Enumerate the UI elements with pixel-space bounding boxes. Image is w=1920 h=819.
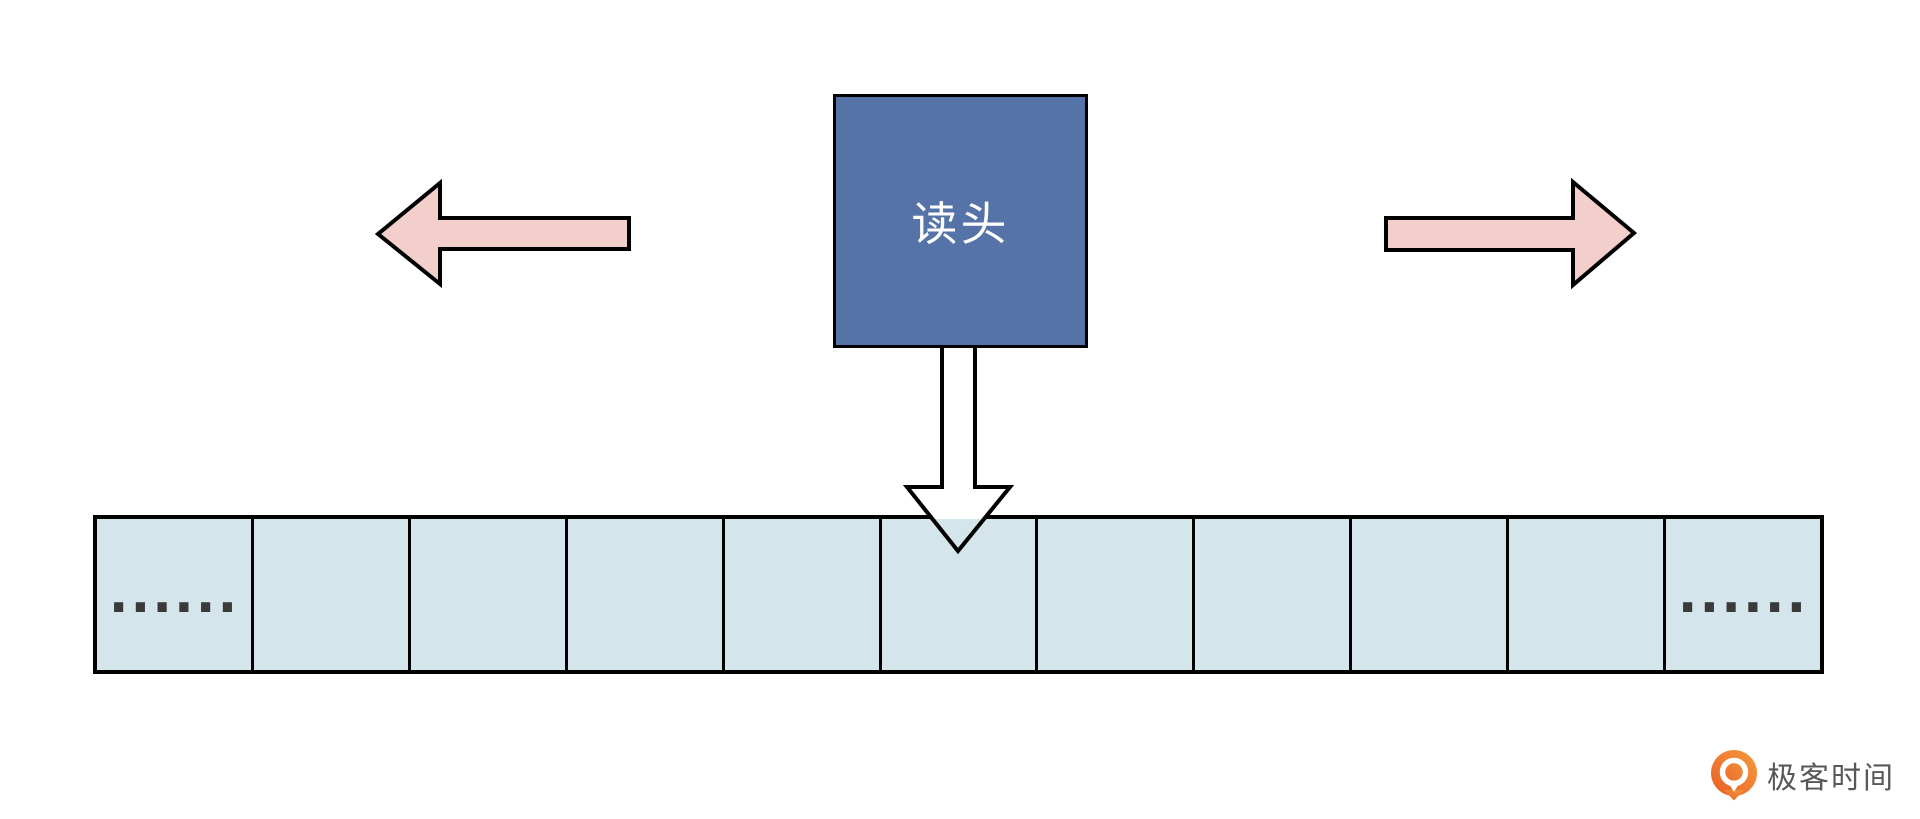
move-left-arrow [374,178,631,289]
read-head-label: 读头 [911,197,1010,251]
tape-cell [1038,519,1196,670]
tape-cell-under-head [881,519,1039,670]
tape-cell: ...... [97,519,254,670]
tape-cell [1352,519,1510,670]
tape-cell [410,519,568,670]
tape-cell [724,519,882,670]
tape-cell [253,519,411,670]
geektime-logo-text: 极客时间 [1767,761,1895,796]
tape-ellipsis-left: ...... [108,564,240,625]
geektime-logo: 极客时间 [1708,749,1895,801]
tape: ...... ...... [93,515,1824,674]
tape-cell [567,519,725,670]
tape-ellipsis-right: ...... [1677,564,1809,625]
tape-cell [1509,519,1667,670]
tape-cell: ...... [1666,519,1820,670]
move-right-arrow [1384,177,1638,290]
tape-cell [1195,519,1353,670]
geektime-logo-icon [1711,750,1757,801]
